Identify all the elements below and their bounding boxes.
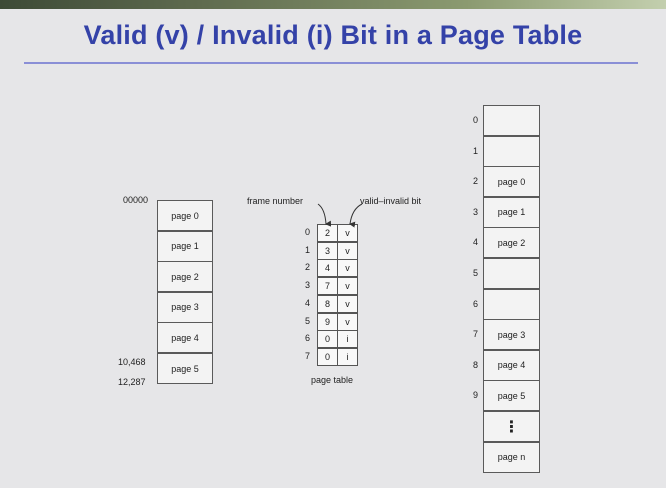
- address-start: 00000: [123, 195, 149, 205]
- physical-frame-index: 8: [473, 359, 479, 370]
- physical-frame-index: 7: [473, 329, 479, 340]
- logical-page: page 4: [157, 322, 213, 354]
- page-table-index: 7: [305, 350, 311, 361]
- physical-frame-label: page 2: [497, 237, 526, 248]
- address-10468: 10,468: [118, 357, 146, 367]
- physical-frame-label: page 3: [497, 329, 526, 340]
- address-12287: 12,287: [118, 377, 146, 387]
- physical-frame: [483, 105, 540, 136]
- logical-page-label: page 5: [171, 363, 199, 374]
- valid-bit-cell: i: [337, 330, 358, 349]
- physical-frame-index: 9: [473, 390, 479, 401]
- physical-frame-index: 4: [473, 237, 479, 248]
- logical-page: page 5: [157, 353, 213, 384]
- physical-frame-label: page n: [497, 452, 526, 463]
- physical-frame: [483, 288, 540, 320]
- physical-frame: ⋮: [483, 411, 540, 442]
- logical-page: page 3: [157, 291, 213, 323]
- physical-frame-index: 2: [473, 176, 479, 187]
- physical-frame: page 1: [483, 196, 540, 228]
- page-table-index: 0: [305, 227, 311, 237]
- logical-page-label: page 3: [171, 302, 199, 313]
- logical-page-label: page 2: [171, 271, 199, 282]
- physical-frame: page 0: [483, 166, 540, 198]
- physical-frame-index: 5: [473, 268, 479, 278]
- valid-bit-cell: v: [337, 224, 358, 242]
- physical-frame-label: page 1: [497, 207, 526, 218]
- physical-frame-index: 1: [473, 145, 479, 156]
- logical-page-label: page 1: [171, 241, 199, 252]
- logical-page-label: page 4: [171, 332, 199, 343]
- valid-bit-cell: v: [337, 294, 358, 313]
- physical-frame-label: page 5: [497, 390, 526, 401]
- physical-frame-label: page 4: [497, 360, 526, 371]
- logical-page-label: page 0: [171, 210, 199, 221]
- physical-frame: page 4: [483, 349, 540, 381]
- valid-bit-cell: v: [337, 277, 358, 296]
- logical-page: page 0: [157, 200, 213, 231]
- valid-bit-cell: v: [337, 259, 358, 278]
- page-table-index: 1: [305, 244, 311, 255]
- logical-page: page 1: [157, 230, 213, 262]
- frame-number-label: frame number: [247, 196, 304, 206]
- physical-frame-index: 3: [473, 206, 479, 217]
- physical-frame: page 2: [483, 227, 540, 259]
- logical-page: page 2: [157, 261, 213, 293]
- physical-frame: page n: [483, 441, 540, 473]
- page-table-caption: page table: [311, 375, 354, 385]
- physical-frame: page 3: [483, 319, 540, 351]
- page-table-index: 3: [305, 280, 311, 291]
- valid-bit-cell: v: [337, 312, 358, 331]
- valid-bit-cell: v: [337, 241, 358, 260]
- physical-frame-index: 0: [473, 115, 479, 125]
- frame-number-arrow: [317, 203, 332, 227]
- valid-bit-cell: i: [337, 347, 358, 366]
- page-table-index: 2: [305, 262, 311, 273]
- title-underline: [24, 62, 638, 64]
- valid-bit-arrow: [349, 203, 363, 228]
- physical-frame-label: page 0: [497, 176, 526, 187]
- physical-frame: [483, 258, 540, 289]
- physical-frame-label: ⋮: [503, 418, 520, 436]
- physical-frame: page 5: [483, 380, 540, 412]
- physical-frame: [483, 135, 540, 167]
- slide-top-bar: [0, 0, 666, 9]
- page-table-index: 4: [305, 297, 311, 308]
- page-table-index: 6: [305, 333, 311, 344]
- page-table-index: 5: [305, 315, 311, 326]
- valid-invalid-label: valid–invalid bit: [360, 196, 422, 206]
- slide-title: Valid (v) / Invalid (i) Bit in a Page Ta…: [83, 20, 583, 50]
- physical-frame-index: 6: [473, 298, 479, 309]
